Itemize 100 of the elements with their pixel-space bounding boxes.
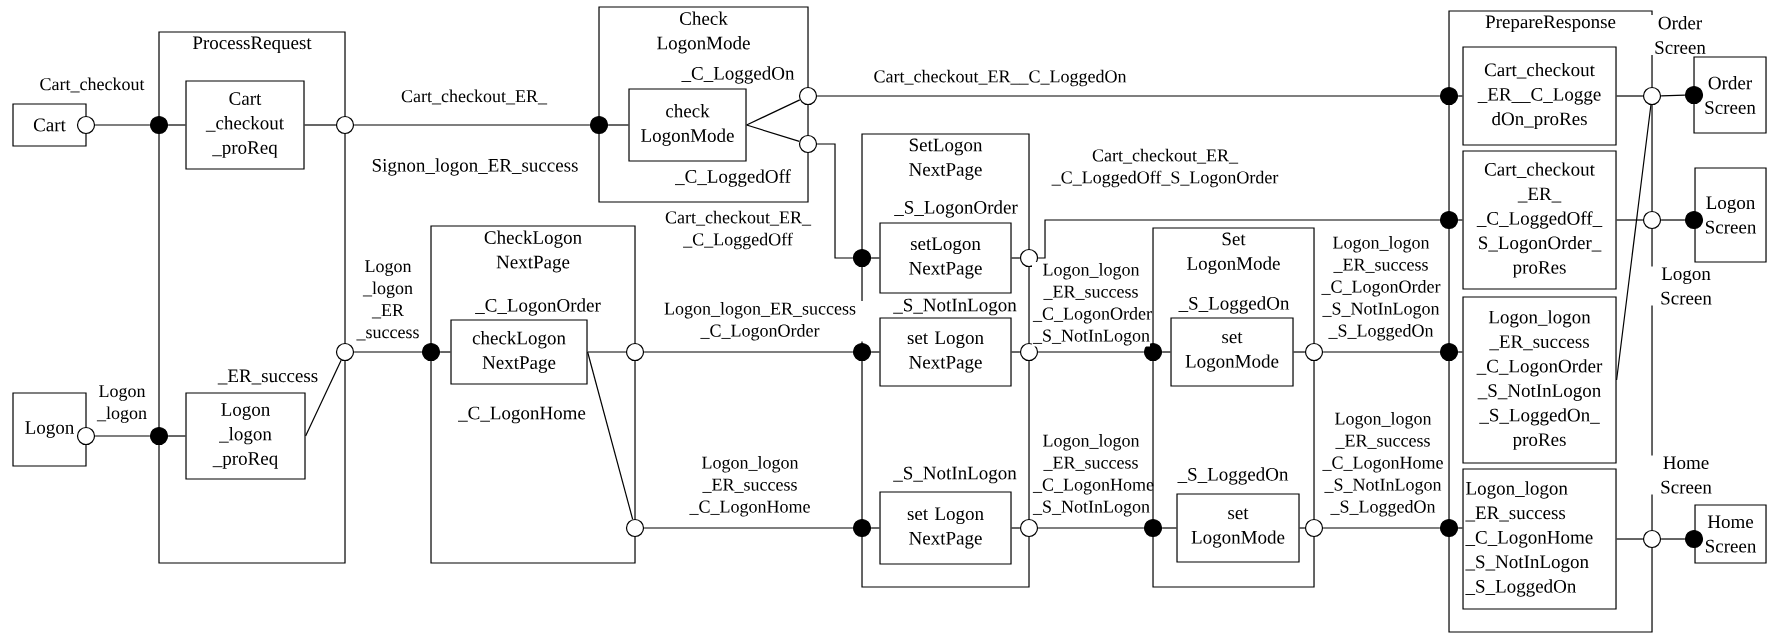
connector-line [353, 124, 591, 126]
port-dot [421, 342, 441, 362]
edge-label: Cart_checkout_ER_ _C_LoggedOff [649, 209, 827, 251]
edge-label: Logon _logon _ER _success [351, 259, 425, 342]
connector-line [1616, 219, 1644, 221]
port-circle [76, 426, 96, 446]
port-label: _ER_success [216, 368, 320, 386]
connector-line [167, 124, 186, 126]
port-label: Order Screen [1644, 15, 1716, 55]
port-dot [1684, 529, 1704, 549]
connector-line [1293, 351, 1306, 353]
operation-box: Cart_checkout _ER__C_Logge dOn_proRes [1462, 46, 1617, 146]
connector-line [1660, 219, 1686, 221]
edge-label: Logon_logon _ER_success _C_LogonOrder _S_NotInLogon [1032, 262, 1152, 347]
edge-label: Logon_logon _ER_success _C_LogonOrder _S_NotInLogon _S_LoggedOn [1319, 235, 1443, 342]
port-label: _S_LoggedOn [1176, 466, 1290, 486]
connector-line [870, 351, 880, 353]
port-label: _S_LogonOrder [893, 199, 1019, 219]
edge-label: Logon _logon [90, 384, 154, 424]
port-dot [149, 426, 169, 446]
connector-line [870, 257, 880, 259]
connector-line [1011, 527, 1021, 529]
connector-line [1161, 527, 1177, 529]
port-label: _S_NotInLogon [892, 465, 1018, 485]
port-dot [852, 518, 872, 538]
connector-line [746, 99, 801, 126]
port-label: _C_LogonOrder [474, 297, 602, 317]
connector-line [1322, 351, 1441, 353]
port-dot [149, 115, 169, 135]
operation-box: set Logon NextPage [879, 317, 1012, 387]
operation-box: Logon_logon _ER_success _C_LogonOrder _S_NotInLogon _S_LoggedOn_ proRes [1462, 296, 1617, 464]
connector-line [1457, 219, 1463, 221]
port-dot [1439, 342, 1459, 362]
operation-box: checkLogon NextPage [450, 319, 588, 385]
port-circle [335, 342, 355, 362]
edge-label: Cart_checkout_ER_ [400, 88, 548, 106]
operation-box: Cart_checkout _ER_ _C_LoggedOff_ S_LogonOrder_ proRes [1462, 150, 1617, 290]
port-dot [1684, 85, 1704, 105]
connector-line [1457, 527, 1463, 529]
port-dot [852, 342, 872, 362]
port-circle [798, 86, 818, 106]
connector-line [1299, 527, 1306, 529]
connector-line [1660, 538, 1686, 540]
connector-line [94, 435, 151, 437]
port-circle [1304, 342, 1324, 362]
connector-line [1037, 351, 1145, 353]
port-dot [1684, 210, 1704, 230]
port-label: Signon_logon_ER_success [370, 157, 580, 177]
connector-line [1161, 351, 1171, 353]
connector-line [816, 143, 854, 259]
component-box: Logon [12, 392, 87, 467]
screen-box: Home Screen [1694, 504, 1767, 564]
edge-label: Logon_logon_ER_success _C_LogonOrder [656, 301, 864, 342]
operation-box: set LogonMode [1170, 317, 1294, 387]
connector-line [587, 351, 634, 520]
port-dot [1143, 518, 1163, 538]
component-box: Cart [12, 103, 87, 147]
port-dot [1439, 518, 1459, 538]
port-circle [1019, 518, 1039, 538]
connector-line [1616, 104, 1652, 381]
connector-line [439, 351, 451, 353]
port-circle [625, 518, 645, 538]
connector-line [587, 351, 627, 353]
connector-line [643, 527, 854, 529]
connector-line [816, 95, 1441, 97]
port-dot [589, 115, 609, 135]
port-circle [1642, 86, 1662, 106]
connector-line [304, 124, 337, 126]
port-circle [1019, 248, 1039, 268]
connector-line [1011, 257, 1021, 259]
connector-line [1616, 538, 1644, 540]
operation-box: set Logon NextPage [879, 491, 1012, 565]
connector-line [1660, 94, 1686, 97]
port-circle [1642, 210, 1662, 230]
port-circle [335, 115, 355, 135]
operation-box: Logon_logon _ER_success _C_LogonHome _S_NotInLogon _S_LoggedOn [1462, 468, 1617, 610]
connector-line [746, 124, 800, 142]
edge-label: Logon_logon _ER_success _C_LogonHome _S_NotInLogon _S_LoggedOn [1321, 411, 1445, 518]
connector-line [870, 527, 880, 529]
connector-line [1011, 351, 1021, 353]
connector-line [1457, 351, 1463, 353]
port-label: _C_LogonHome [457, 405, 587, 425]
connector-line [1037, 219, 1441, 259]
connector-line [607, 124, 629, 126]
connector-line [1322, 527, 1441, 529]
edge-label: Cart_checkout_ER__C_LoggedOn [872, 68, 1128, 88]
port-label: _S_LoggedOn [1177, 295, 1291, 315]
operation-box: set LogonMode [1176, 493, 1300, 563]
screen-box: Order Screen [1693, 56, 1767, 134]
port-dot [1439, 210, 1459, 230]
connector-line [305, 359, 342, 437]
connector-line [167, 435, 186, 437]
port-dot [1439, 86, 1459, 106]
port-label: _C_LoggedOn [680, 65, 796, 85]
port-dot [852, 248, 872, 268]
connector-line [353, 351, 423, 353]
connector-line [94, 124, 151, 126]
connector-line [1457, 95, 1463, 97]
port-label: _S_NotInLogon [892, 297, 1018, 317]
edge-label: Cart_checkout_ER_ _C_LoggedOff_S_LogonOrder [1039, 147, 1291, 189]
